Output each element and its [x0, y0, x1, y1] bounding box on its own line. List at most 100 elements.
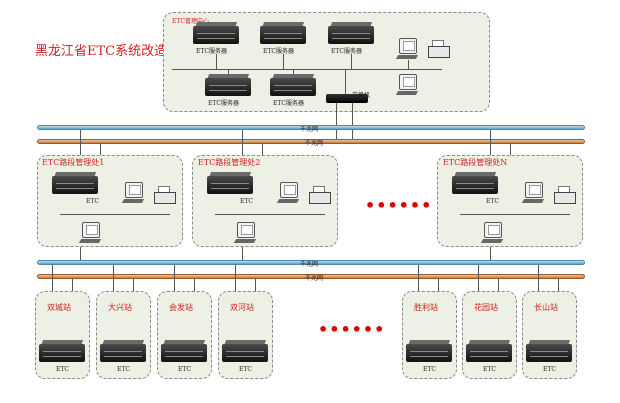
center-server-3: [328, 22, 374, 44]
station-3-server-label: ETC: [178, 366, 191, 373]
diagram-title: 黑龙江省ETC系统改造: [35, 44, 168, 59]
office-2-lan: [215, 214, 325, 215]
office-2-printer-icon: [309, 186, 331, 204]
office-drop: [490, 130, 491, 156]
center-server-4-label: ETC服务器: [208, 100, 239, 107]
station-5-label: 胜利站: [414, 303, 438, 312]
station-1-label: 双城站: [47, 303, 71, 312]
center-server-2-label: ETC服务器: [263, 48, 294, 55]
station-drop: [113, 265, 114, 292]
station-5-server-label: ETC: [423, 366, 436, 373]
station-drop: [133, 279, 134, 292]
office-1-label: ETC路段管理处1: [42, 158, 105, 167]
office-n-computer-icon: [521, 182, 545, 204]
switch-icon: [326, 94, 368, 103]
station-3-label: 会发站: [169, 303, 193, 312]
station-drop: [538, 265, 539, 292]
center-server-3-label: ETC服务器: [331, 48, 362, 55]
office-uplink: [490, 247, 491, 261]
office-2-computer-2-icon: [233, 222, 257, 244]
office-uplink: [242, 247, 243, 261]
office-1-lan: [60, 214, 170, 215]
station-6-label: 花园站: [474, 303, 498, 312]
office-n-lan: [460, 214, 570, 215]
switch-label: 交换机: [352, 92, 371, 99]
center-server-5: [270, 74, 316, 96]
center-link: [216, 54, 217, 69]
lower-brown-bus: [37, 274, 585, 279]
backbone-blue-label: 千兆网: [300, 126, 319, 133]
backbone-brown-bus: [37, 139, 585, 144]
station-drop: [174, 265, 175, 292]
office-n-label: ETC路段管理处N: [443, 158, 508, 167]
station-2-label: 大兴站: [108, 303, 132, 312]
station-drop: [255, 279, 256, 292]
station-drop: [478, 265, 479, 292]
station-6-server: [466, 340, 512, 362]
station-4-server-label: ETC: [239, 366, 252, 373]
center-server-5-label: ETC服务器: [273, 100, 304, 107]
station-drop: [235, 265, 236, 292]
station-7-server-label: ETC: [543, 366, 556, 373]
station-drop: [194, 279, 195, 292]
lower-blue-label: 千兆网: [300, 261, 319, 268]
station-panel-6: [462, 291, 517, 379]
office-2-label: ETC路段管理处2: [198, 158, 261, 167]
office-1-server: [52, 172, 98, 194]
station-drop: [558, 279, 559, 292]
management-center-label: ETC管理中心: [172, 18, 209, 25]
station-6-server-label: ETC: [483, 366, 496, 373]
station-panel-1: [35, 291, 90, 379]
office-n-printer-icon: [554, 186, 576, 204]
office-drop: [510, 144, 511, 156]
center-link: [283, 54, 284, 69]
office-drop: [262, 144, 263, 156]
station-drop: [418, 265, 419, 292]
center-computer-icon: [395, 38, 419, 60]
station-panel-4: [218, 291, 273, 379]
center-server-4: [205, 74, 251, 96]
center-printer-icon: [428, 40, 450, 58]
station-panel-7: [522, 291, 577, 379]
station-drop: [438, 279, 439, 292]
office-ellipsis: ••••••: [365, 196, 433, 215]
office-drop: [100, 144, 101, 156]
switch-uplink: [336, 103, 337, 140]
station-4-server: [222, 340, 268, 362]
backbone-blue-bus: [37, 125, 585, 130]
office-1-server-label: ETC: [86, 198, 99, 205]
station-3-server: [161, 340, 207, 362]
office-n-server: [452, 172, 498, 194]
station-1-server-label: ETC: [56, 366, 69, 373]
center-link: [408, 60, 409, 69]
station-drop: [72, 279, 73, 292]
station-drop: [52, 265, 53, 292]
station-drop: [498, 279, 499, 292]
center-server-1: [193, 22, 239, 44]
office-1-computer-icon: [121, 182, 145, 204]
center-link: [293, 69, 294, 75]
station-7-server: [526, 340, 572, 362]
station-panel-5: [402, 291, 457, 379]
office-drop: [242, 130, 243, 156]
lower-brown-label: 千兆网: [305, 275, 324, 282]
backbone-brown-label: 千兆网: [305, 140, 324, 147]
office-1-printer-icon: [154, 186, 176, 204]
office-n-computer-2-icon: [480, 222, 504, 244]
office-n-server-label: ETC: [486, 198, 499, 205]
office-drop: [80, 130, 81, 156]
lower-blue-bus: [37, 260, 585, 265]
office-2-server-label: ETC: [240, 198, 253, 205]
center-link: [228, 69, 229, 75]
center-server-1-label: ETC服务器: [196, 48, 227, 55]
office-uplink: [80, 247, 81, 261]
station-4-label: 双河站: [230, 303, 254, 312]
center-link: [345, 69, 346, 94]
station-2-server-label: ETC: [117, 366, 130, 373]
office-2-computer-icon: [276, 182, 300, 204]
station-7-label: 长山站: [534, 303, 558, 312]
station-5-server: [406, 340, 452, 362]
station-ellipsis: ••••••: [318, 320, 386, 339]
switch-uplink: [352, 103, 353, 140]
office-2-server: [207, 172, 253, 194]
